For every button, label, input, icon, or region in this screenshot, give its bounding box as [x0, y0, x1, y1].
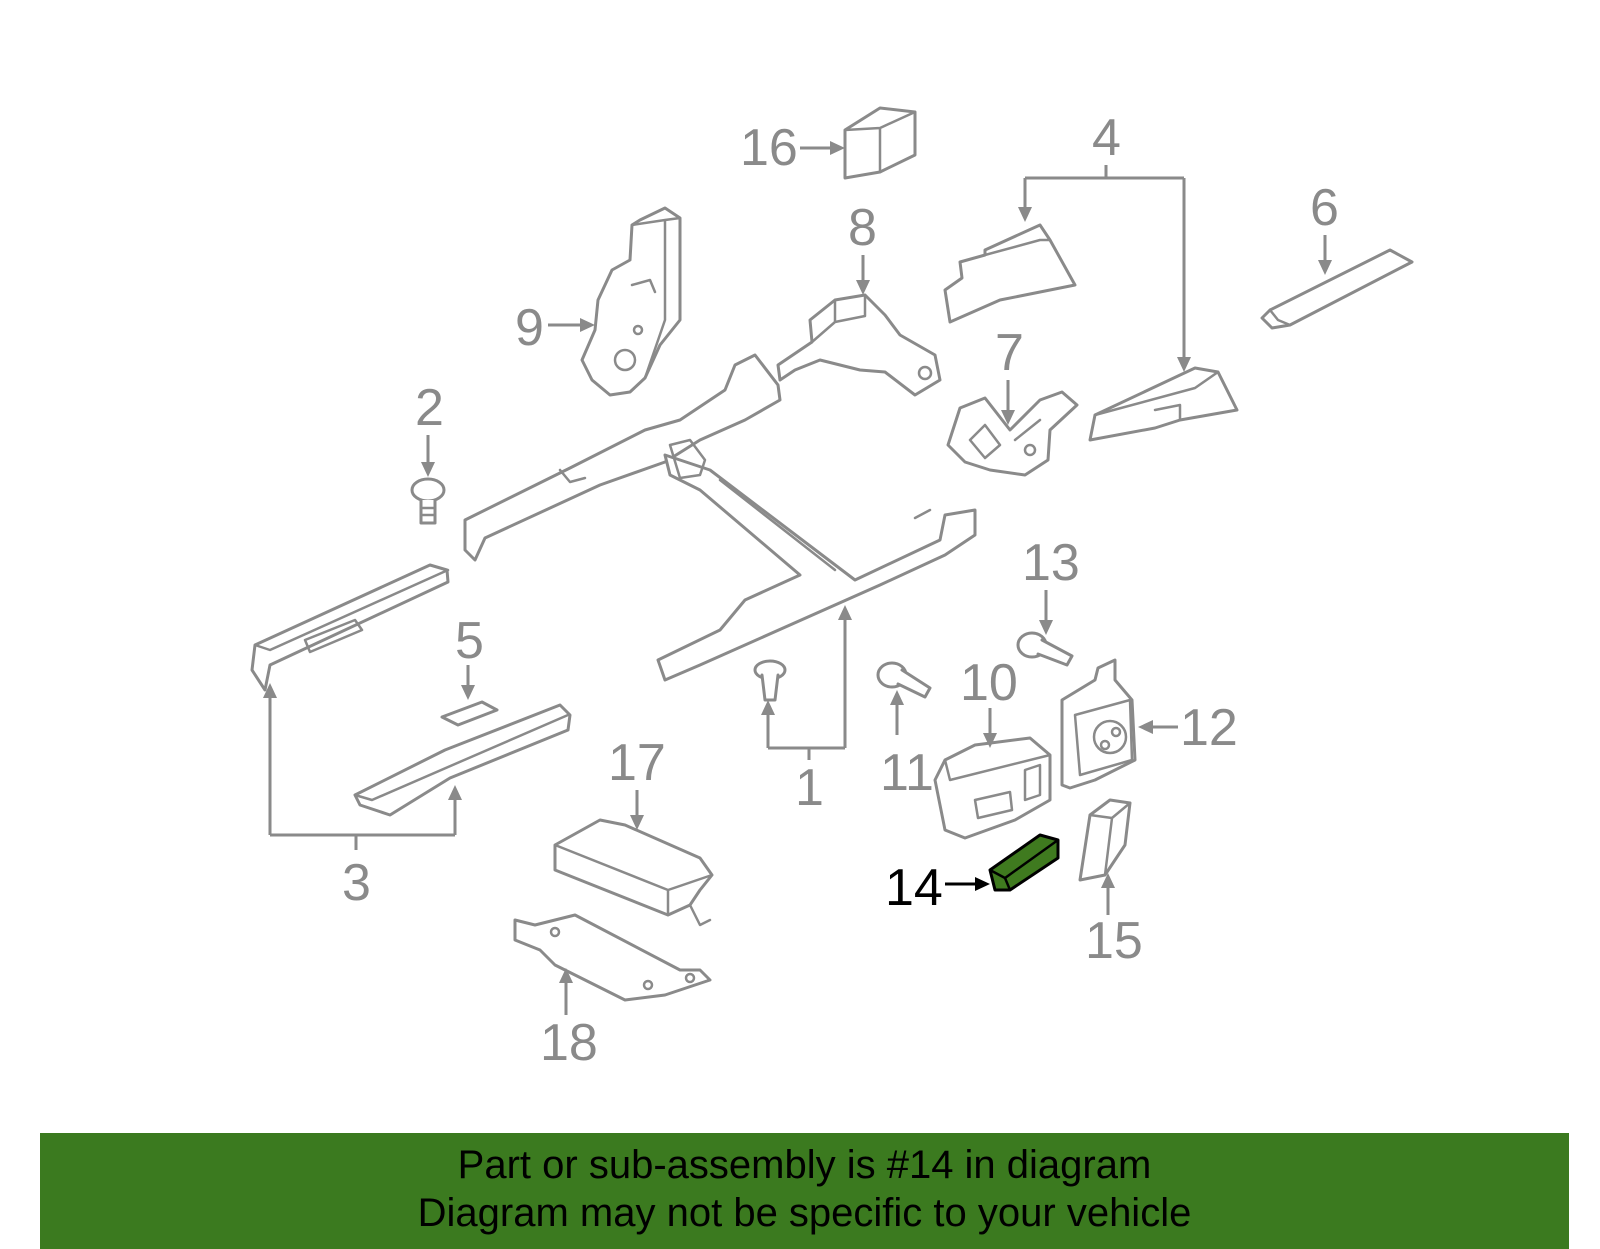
svg-text:11: 11: [880, 744, 934, 802]
part-1[interactable]: [463, 353, 977, 702]
part-2[interactable]: [410, 477, 446, 525]
svg-text:12: 12: [1180, 699, 1238, 757]
callout-3: 3: [263, 683, 462, 912]
callout-18: 18: [540, 968, 598, 1072]
callout-2: 2: [415, 379, 444, 477]
callout-15: 15: [1085, 873, 1143, 970]
part-3[interactable]: [250, 563, 572, 817]
callout-4: 4: [1018, 109, 1191, 372]
part-12[interactable]: [1060, 658, 1137, 790]
callout-12: 12: [1138, 699, 1238, 757]
svg-text:14: 14: [885, 859, 943, 917]
callout-9: 9: [515, 299, 595, 357]
part-4[interactable]: [943, 223, 1239, 442]
callout-13: 13: [1022, 534, 1080, 635]
svg-text:17: 17: [608, 734, 666, 792]
svg-text:4: 4: [1092, 109, 1121, 167]
svg-text:1: 1: [795, 759, 824, 817]
callout-11: 11: [880, 690, 934, 802]
part-8[interactable]: [776, 293, 942, 397]
svg-text:15: 15: [1085, 912, 1143, 970]
part-17[interactable]: [553, 818, 714, 927]
svg-text:10: 10: [960, 654, 1018, 712]
part-6[interactable]: [1260, 248, 1414, 330]
callout-7: 7: [995, 324, 1024, 425]
svg-text:8: 8: [848, 199, 877, 257]
banner-line-1: Part or sub-assembly is #14 in diagram: [457, 1143, 1152, 1187]
part-9[interactable]: [580, 206, 682, 397]
svg-text:9: 9: [515, 299, 544, 357]
svg-text:13: 13: [1022, 534, 1080, 592]
callout-14: 14: [885, 859, 990, 917]
part-15[interactable]: [1078, 798, 1132, 882]
info-banner: Part or sub-assembly is #14 in diagram D…: [40, 1133, 1569, 1249]
svg-text:5: 5: [455, 612, 484, 670]
callout-6: 6: [1310, 179, 1339, 275]
part-13[interactable]: [1016, 631, 1074, 667]
callout-16: 16: [740, 119, 845, 177]
part-14[interactable]: [988, 833, 1060, 892]
callout-5: 5: [455, 612, 484, 700]
part-18[interactable]: [513, 913, 712, 1002]
callout-8: 8: [848, 199, 877, 295]
callout-10: 10: [960, 654, 1018, 748]
svg-text:7: 7: [995, 324, 1024, 382]
callout-17: 17: [608, 734, 666, 830]
part-7[interactable]: [946, 390, 1079, 477]
part-11[interactable]: [876, 661, 932, 699]
svg-text:3: 3: [342, 854, 371, 912]
banner-line-2: Diagram may not be specific to your vehi…: [417, 1191, 1192, 1235]
part-16[interactable]: [843, 106, 917, 180]
svg-text:16: 16: [740, 119, 798, 177]
svg-text:6: 6: [1310, 179, 1339, 237]
callout-1: 1: [761, 605, 852, 817]
part-5[interactable]: [440, 700, 499, 727]
part-10[interactable]: [933, 736, 1052, 840]
svg-text:18: 18: [540, 1014, 598, 1072]
svg-text:2: 2: [415, 379, 444, 437]
